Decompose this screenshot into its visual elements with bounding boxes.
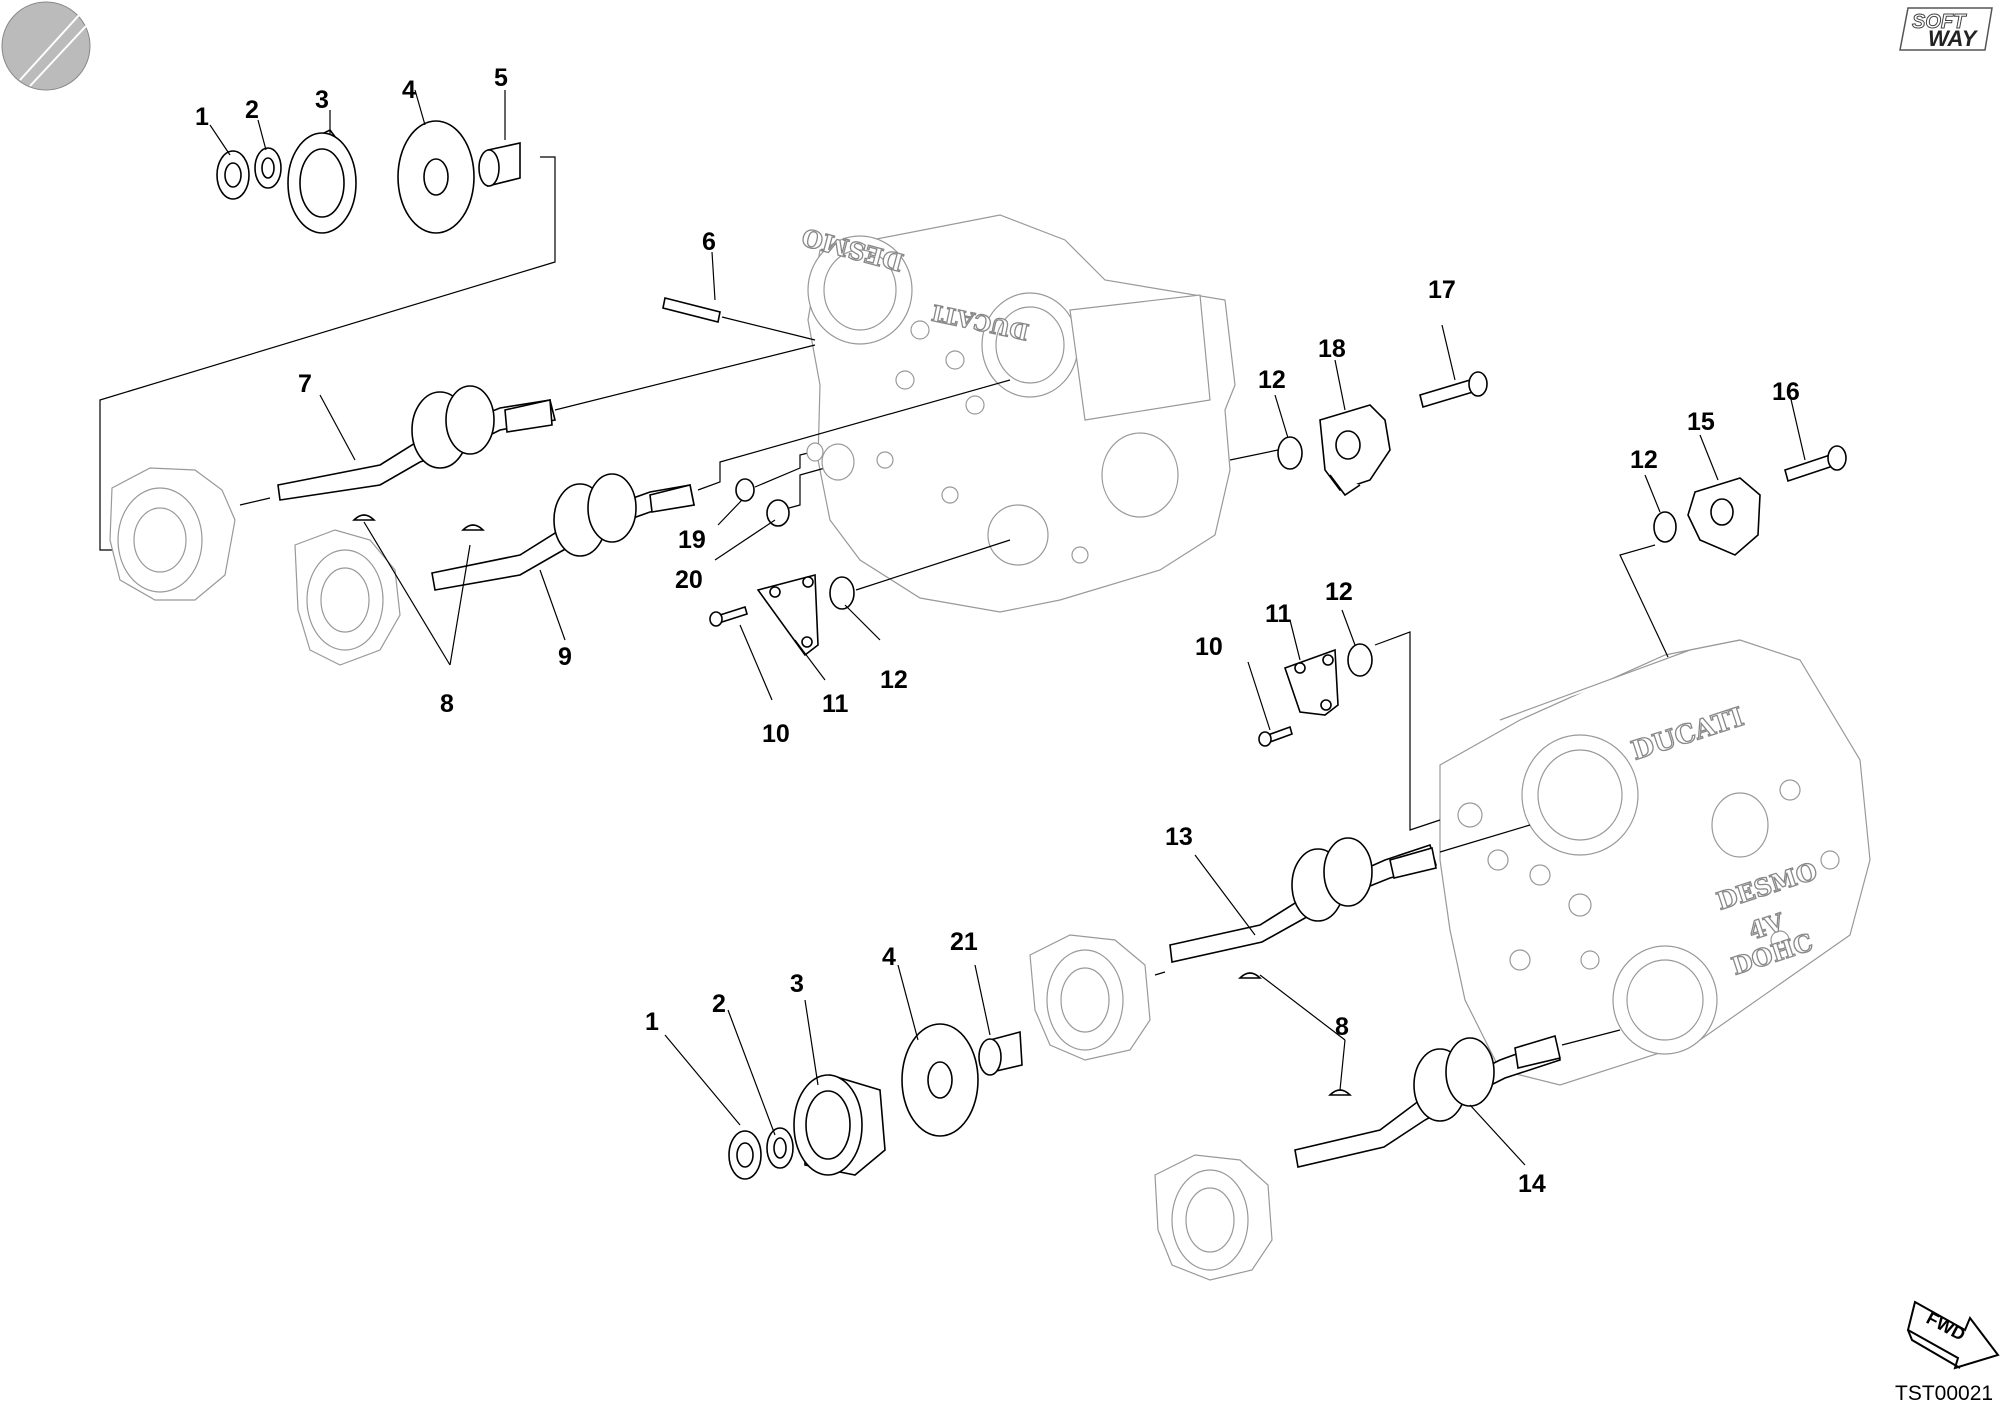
callout-4-b: 4 xyxy=(882,943,896,971)
bracket-11-lower xyxy=(1283,648,1339,716)
callout-8: 8 xyxy=(440,690,454,718)
o-ring-12-far-right xyxy=(1619,511,1677,658)
woodruff-keys-8 xyxy=(352,514,485,531)
corner-disc-icon xyxy=(1,1,91,91)
callout-21: 21 xyxy=(950,928,978,956)
gear-group-upper xyxy=(216,120,521,234)
callout-labels: 1 2 3 4 5 6 7 8 9 10 11 12 12 17 18 19 2… xyxy=(195,64,1800,1198)
camshaft-7 xyxy=(277,344,816,501)
washer-20 xyxy=(766,467,826,527)
o-ring-12-upper-left xyxy=(829,539,1011,610)
callout-18: 18 xyxy=(1318,335,1346,363)
camshaft-9 xyxy=(431,379,1011,591)
callout-17: 17 xyxy=(1428,276,1456,304)
callout-1: 1 xyxy=(195,103,209,131)
callout-7: 7 xyxy=(298,370,312,398)
woodruff-keys-8-lower xyxy=(1238,972,1352,1096)
callout-3-b: 3 xyxy=(790,970,804,998)
softway-logo: SOFT WAY xyxy=(1899,7,1993,51)
group-bracket-line-upper xyxy=(99,156,556,551)
bolt-16 xyxy=(1784,445,1847,483)
screw-10-lower xyxy=(1258,725,1293,747)
screw-10-upper xyxy=(709,605,748,627)
bracket-11-upper xyxy=(756,573,819,657)
drawing-code: TST00021 xyxy=(1895,1382,1993,1405)
callout-16: 16 xyxy=(1772,378,1800,406)
callout-8-b: 8 xyxy=(1335,1013,1349,1041)
callout-13: 13 xyxy=(1165,823,1193,851)
callout-12-d: 12 xyxy=(1325,578,1353,606)
callout-9: 9 xyxy=(558,643,572,671)
bearing-cover-middle xyxy=(294,529,401,666)
callout-2: 2 xyxy=(245,96,259,124)
camshaft-13 xyxy=(1169,824,1531,963)
forward-arrow-icon: FWD xyxy=(1906,1300,2000,1370)
callout-19: 19 xyxy=(678,526,706,554)
bearing-cover-upper xyxy=(109,467,271,601)
callout-5: 5 xyxy=(494,64,508,92)
tensioner-18 xyxy=(1319,404,1391,497)
callout-11-b: 11 xyxy=(1265,600,1292,628)
callout-12-c: 12 xyxy=(1630,446,1658,474)
tensioner-15 xyxy=(1687,477,1761,556)
bearing-cover-lower-upper xyxy=(1029,934,1166,1061)
callout-11: 11 xyxy=(822,690,849,718)
callout-4: 4 xyxy=(402,76,416,104)
callout-15: 15 xyxy=(1687,408,1715,436)
callout-12: 12 xyxy=(880,666,908,694)
gear-group-lower xyxy=(728,1023,1023,1180)
stud-6 xyxy=(662,297,816,341)
bolt-17 xyxy=(1419,371,1488,409)
callout-2-b: 2 xyxy=(712,990,726,1018)
callout-10-b: 10 xyxy=(1195,633,1223,661)
nut-19 xyxy=(735,449,821,502)
bearing-cover-lower-lower xyxy=(1154,1154,1273,1281)
callout-1-b: 1 xyxy=(645,1008,659,1036)
sleeve-part xyxy=(806,442,855,481)
logo-way-text: WAY xyxy=(1928,26,1979,51)
callout-6: 6 xyxy=(702,228,716,256)
callout-3: 3 xyxy=(315,86,329,114)
callout-10: 10 xyxy=(762,720,790,748)
camshaft-14 xyxy=(1294,1029,1621,1168)
callout-20: 20 xyxy=(675,566,703,594)
logo-soft-text: SOFT xyxy=(1912,11,1967,33)
o-ring-12-upper-right xyxy=(1229,436,1303,470)
callout-14: 14 xyxy=(1518,1170,1546,1198)
o-ring-12-lower xyxy=(1347,631,1441,831)
cylinder-head-lower: DUCATI DESMO 4V DOHC xyxy=(1439,639,1871,1086)
leader-lines xyxy=(209,89,1806,1166)
callout-12-b: 12 xyxy=(1258,366,1286,394)
cylinder-head-upper: DESMO DUCATI xyxy=(798,214,1236,613)
